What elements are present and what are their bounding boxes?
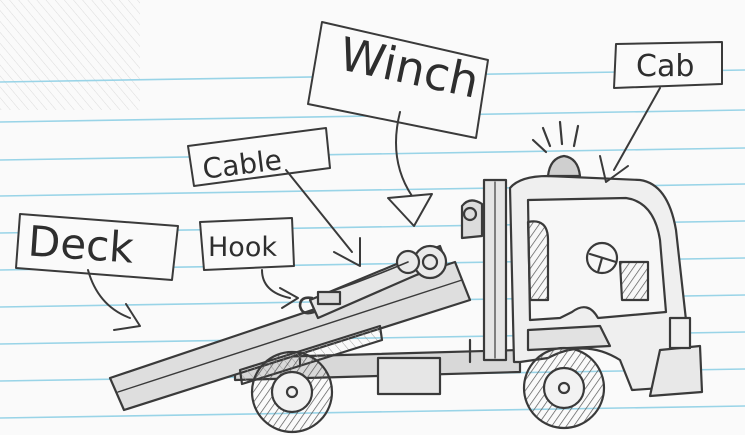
fuel-tank [378, 358, 440, 394]
front-wheel [524, 348, 604, 428]
cab-seat [528, 221, 548, 300]
hook-arrow [262, 270, 290, 298]
paper-shading [0, 0, 140, 110]
cab-arrow [614, 88, 660, 170]
cable-arrow [286, 170, 352, 252]
beacon-light [548, 156, 580, 176]
rear-wheel [252, 352, 332, 432]
deck-label: Deck [26, 216, 135, 272]
hook-label: Hook [208, 232, 277, 263]
cab-label: Cab [636, 49, 694, 84]
